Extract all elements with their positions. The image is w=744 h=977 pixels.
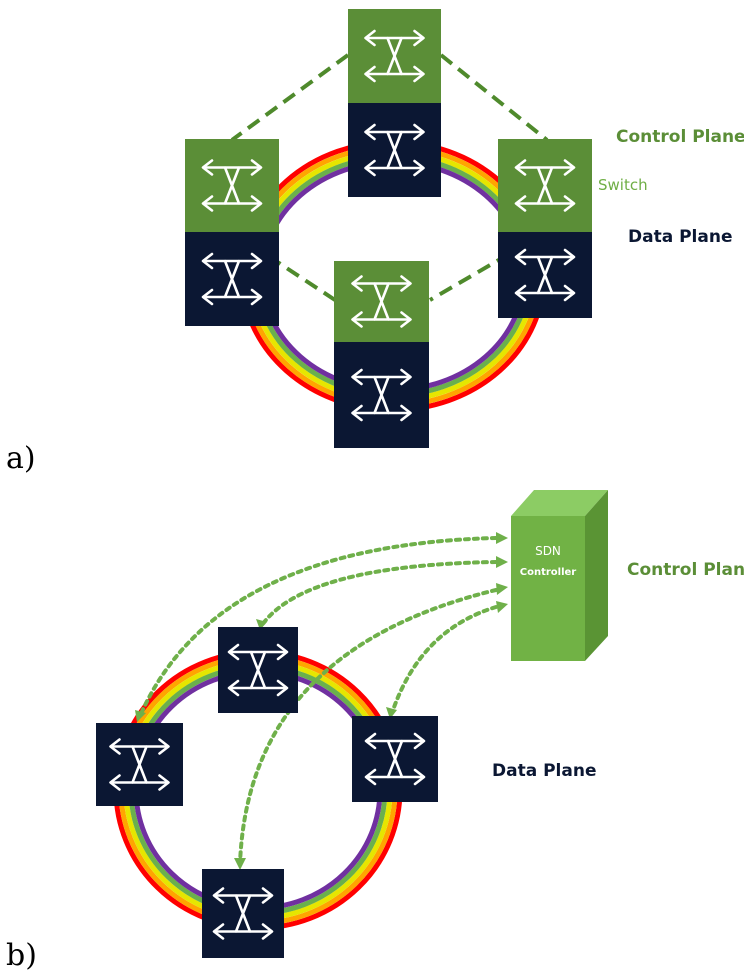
switch-left-a	[185, 139, 279, 326]
arrowheads-b	[135, 532, 508, 870]
switch-label-a: Switch	[598, 176, 648, 194]
controller-label-line2: Controller	[520, 567, 577, 578]
switch-top-b	[218, 627, 298, 713]
data-plane-label-b: Data Plane	[492, 761, 597, 781]
switch-bottom-b	[202, 869, 284, 958]
controller-top-face	[511, 490, 608, 516]
panel-b: SDN Controller Control Plane Data Plane …	[6, 490, 744, 973]
switch-top-a	[348, 9, 441, 197]
controller-links-b	[138, 536, 498, 866]
control-plane-label-a: Control Plane	[616, 127, 744, 147]
controller-label-line1: SDN	[535, 544, 561, 558]
switch-bottom-a	[334, 261, 429, 448]
panel-label-b: b)	[6, 938, 37, 973]
controller-front-face	[511, 516, 585, 661]
panel-label-a: a)	[6, 441, 36, 476]
switch-left-b	[96, 723, 183, 806]
sdn-controller: SDN Controller	[511, 490, 608, 661]
controller-side-face	[585, 490, 608, 661]
control-plane-label-b: Control Plane	[627, 560, 744, 580]
switch-right-b	[352, 716, 438, 802]
data-plane-label-a: Data Plane	[628, 227, 733, 247]
switch-right-a	[498, 139, 592, 318]
panel-a: Control Plane Switch Data Plane a)	[6, 9, 744, 476]
